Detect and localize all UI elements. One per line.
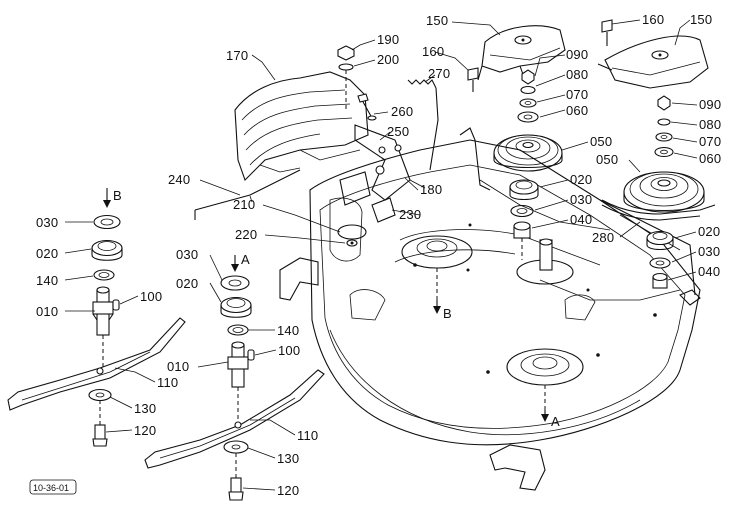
deck-arrow-a [541,385,549,422]
figure-code-box: 10-36-01 [29,479,77,495]
label-200: 200 [377,52,399,67]
label-090: 090 [699,97,721,112]
label-070: 070 [566,87,588,102]
label-160: 160 [642,12,664,27]
pulley-050-left [493,134,563,172]
belt-cover-170 [234,71,369,182]
label-060: 060 [566,103,588,118]
label-030: 030 [698,244,720,259]
label-250: 250 [387,124,409,139]
label-010: 010 [167,359,189,374]
label-260: 260 [391,104,413,119]
label-050: 050 [590,134,612,149]
label-170: 170 [226,48,248,63]
arrow-a-label: A [551,414,560,429]
label-160: 160 [422,44,444,59]
nut-190-washer-200 [337,45,355,110]
washer-stack-left [517,69,539,123]
deck-arrow-b [433,268,441,314]
bolt-160-left [467,67,479,92]
label-150: 150 [426,13,448,28]
label-100: 100 [140,289,162,304]
belt-280 [479,179,716,231]
label-040: 040 [570,212,592,227]
leader-lines [64,19,698,491]
washer-stack-right [654,95,674,158]
label-080: 080 [699,117,721,132]
label-020: 020 [570,172,592,187]
label-270: 270 [428,66,450,81]
part-labels: 150 190 200 170 270 160 090 080 070 060 … [36,12,721,498]
label-240: 240 [168,172,190,187]
label-190: 190 [377,32,399,47]
label-010: 010 [36,304,58,319]
spring-270 [407,79,439,171]
label-090: 090 [566,47,588,62]
arrow-a-label: A [241,252,250,267]
label-140: 140 [277,323,299,338]
bolt-160-right [601,19,613,46]
label-020: 020 [698,224,720,239]
label-180: 180 [420,182,442,197]
arrow-letters: B A B A [113,188,560,429]
label-230: 230 [399,207,421,222]
label-070: 070 [699,134,721,149]
label-020: 020 [36,246,58,261]
bearing-stack-left [509,179,539,260]
figure-code: 10-36-01 [33,483,69,493]
arrow-b-label: B [113,188,122,203]
tension-arm-250 [339,124,491,223]
mower-deck-housing [279,139,701,491]
label-020: 020 [176,276,198,291]
label-150: 150 [690,12,712,27]
label-120: 120 [134,423,156,438]
rod-240 [194,169,301,220]
label-110: 110 [297,428,318,443]
belt-cover-150-left [477,25,566,81]
label-060: 060 [699,151,721,166]
label-140: 140 [36,273,58,288]
label-220: 220 [235,227,257,242]
label-030: 030 [176,247,198,262]
spindle-assembly-middle [144,255,325,501]
label-280: 280 [592,230,614,245]
label-100: 100 [278,343,300,358]
bolt-260 [357,93,377,121]
label-030: 030 [36,215,58,230]
spindle-assembly-left [7,188,186,447]
pulley-050-right [623,171,705,213]
label-080: 080 [566,67,588,82]
bearing-stack-right [646,230,674,289]
label-130: 130 [277,451,299,466]
label-110: 110 [157,375,178,390]
label-130: 130 [134,401,156,416]
label-030: 030 [570,192,592,207]
idler-210-220 [337,224,367,247]
arrow-b-label: B [443,306,452,321]
belt-cover-150-right [597,35,709,89]
label-040: 040 [698,264,720,279]
label-210: 210 [233,197,255,212]
label-120: 120 [277,483,299,498]
label-050: 050 [596,152,618,167]
